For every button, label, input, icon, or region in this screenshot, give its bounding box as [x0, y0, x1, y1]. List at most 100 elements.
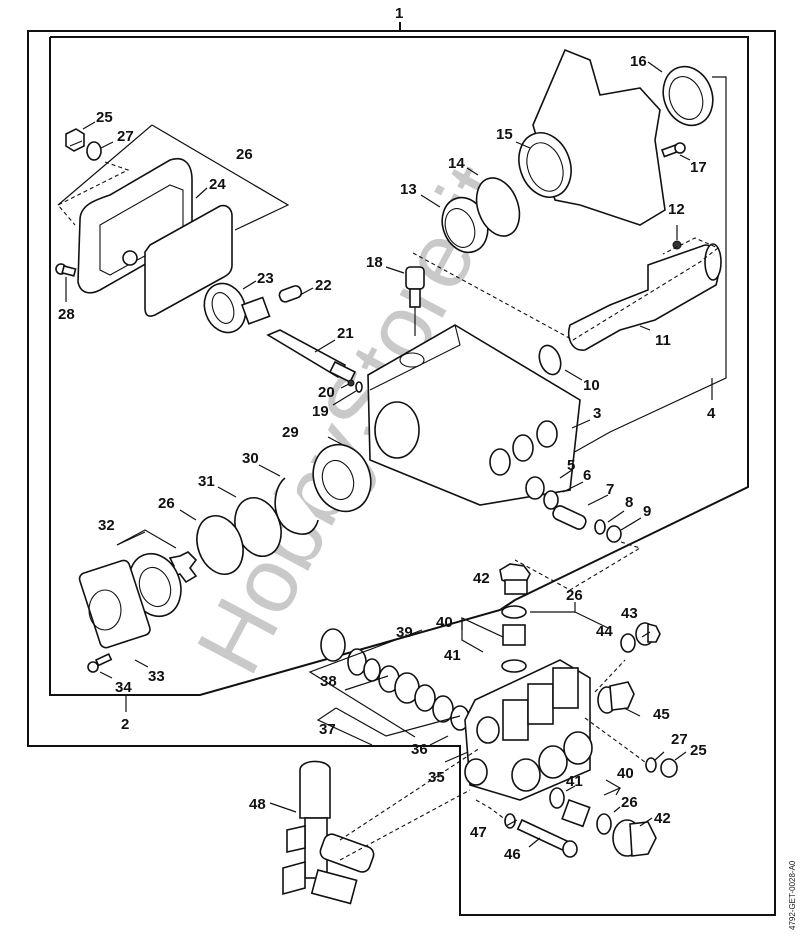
o-ring-part-41-bottom: [549, 787, 565, 809]
callout-labels: 1 2 3 4 5 6 7 8 9 10 11 12 13 14 15 16 1…: [58, 5, 716, 863]
assembly-frame-1: [27, 22, 776, 916]
o-ring-part-14: [475, 177, 521, 237]
o-ring-part-26-rear: [196, 515, 244, 575]
callout-43: 43: [621, 605, 638, 622]
callout-44: 44: [596, 623, 613, 640]
piston-rod-part-21: [266, 329, 357, 384]
callout-33: 33: [148, 668, 165, 685]
plug-part-43: [635, 622, 661, 646]
callout-17: 17: [690, 159, 707, 176]
callout-28: 28: [58, 306, 75, 323]
o-ring-part-27-bottom: [645, 757, 657, 773]
callout-37: 37: [319, 721, 336, 738]
callout-24: 24: [209, 176, 226, 193]
crankshaft-part-11: [568, 243, 722, 351]
bolt-part-46: [516, 818, 578, 858]
callout-19: 19: [312, 403, 329, 420]
bearing-housing-part-15: [518, 48, 666, 226]
plug-part-42-top: [499, 563, 531, 595]
callout-1: 1: [395, 5, 403, 22]
callout-47: 47: [470, 824, 487, 841]
callout-12: 12: [668, 201, 685, 218]
callout-6: 6: [583, 467, 591, 484]
manifold-part-35: [464, 659, 593, 801]
callout-38: 38: [320, 673, 337, 690]
callout-26-cover: 26: [236, 146, 253, 163]
callout-27-top: 27: [117, 128, 134, 145]
gasket-part-26: [144, 204, 233, 317]
callout-39: 39: [396, 624, 413, 641]
callout-18: 18: [366, 254, 383, 271]
flange-cover-part-33: [78, 559, 151, 649]
o-ring-part-27: [86, 141, 102, 161]
o-ring-part-41-top: [501, 659, 527, 673]
callout-34: 34: [115, 679, 132, 696]
vent-plug-part-18: [405, 266, 425, 336]
callout-13: 13: [400, 181, 417, 198]
callout-40-top: 40: [436, 614, 453, 631]
callout-22: 22: [315, 277, 332, 294]
callout-10: 10: [583, 377, 600, 394]
cover-part-24: [77, 158, 193, 294]
callout-26-rear: 26: [158, 495, 175, 512]
o-ring-part-26-top: [501, 605, 527, 619]
circlip-part-30: [274, 477, 319, 535]
connecting-rod-part-23: [203, 282, 271, 334]
callout-26-top: 26: [566, 587, 583, 604]
callout-9: 9: [643, 503, 651, 520]
nut-part-9: [606, 525, 622, 543]
oil-seal-part-16: [662, 65, 714, 127]
callout-4: 4: [707, 405, 716, 422]
fitting-part-45: [597, 681, 635, 714]
callout-40-bottom: 40: [617, 765, 634, 782]
callout-45: 45: [653, 706, 670, 723]
washer-part-8: [594, 519, 606, 535]
callout-16: 16: [630, 53, 647, 70]
o-ring-part-26-bottom: [596, 813, 612, 835]
plug-part-25-bottom: [660, 758, 678, 778]
callout-21: 21: [337, 325, 354, 342]
callout-26-bottom: 26: [621, 794, 638, 811]
o-ring-part-19: [355, 381, 363, 393]
document-id: 4792-GET-0028-A0: [788, 860, 797, 930]
screw-part-28: [55, 263, 77, 277]
callout-2: 2: [121, 716, 129, 733]
leader-lines: [57, 61, 691, 848]
valve-part-40-bottom: [561, 798, 591, 828]
callout-27-bottom: 27: [671, 731, 688, 748]
callout-31: 31: [198, 473, 215, 490]
callout-11: 11: [655, 332, 671, 349]
kit-frame-2: [49, 36, 749, 712]
callout-29: 29: [282, 424, 299, 441]
callout-14: 14: [448, 155, 465, 172]
seal-kit-parts-36-39: [320, 628, 470, 731]
callout-20: 20: [318, 384, 335, 401]
screw-part-17: [660, 142, 686, 158]
callout-42-top: 42: [473, 570, 490, 587]
washer-part-6: [543, 490, 559, 510]
ball-bearing-part-29: [312, 443, 372, 513]
kit-bracket-4: [524, 76, 727, 481]
callout-15: 15: [496, 126, 513, 143]
callout-25-bottom: 25: [690, 742, 707, 759]
seal-part-32: [128, 552, 182, 618]
callout-30: 30: [242, 450, 259, 467]
callout-32: 32: [98, 517, 115, 534]
callout-36: 36: [411, 741, 428, 758]
o-ring-part-44: [620, 633, 636, 653]
callout-23: 23: [257, 270, 274, 287]
snap-ring-part-10: [538, 344, 562, 376]
plug-part-42-bottom: [612, 819, 657, 857]
screw-part-34: [87, 653, 113, 673]
callout-42-bottom: 42: [654, 810, 671, 827]
callout-3: 3: [593, 405, 601, 422]
plug-part-25: [65, 128, 85, 152]
assembly-guide-lines: [57, 161, 720, 861]
unloader-valve-part-48: [282, 760, 375, 905]
crankcase-part-3: [367, 324, 581, 506]
callout-41-top: 41: [444, 647, 461, 664]
callout-48: 48: [249, 796, 266, 813]
plunger-part-7: [552, 505, 587, 530]
callout-46: 46: [504, 846, 521, 863]
